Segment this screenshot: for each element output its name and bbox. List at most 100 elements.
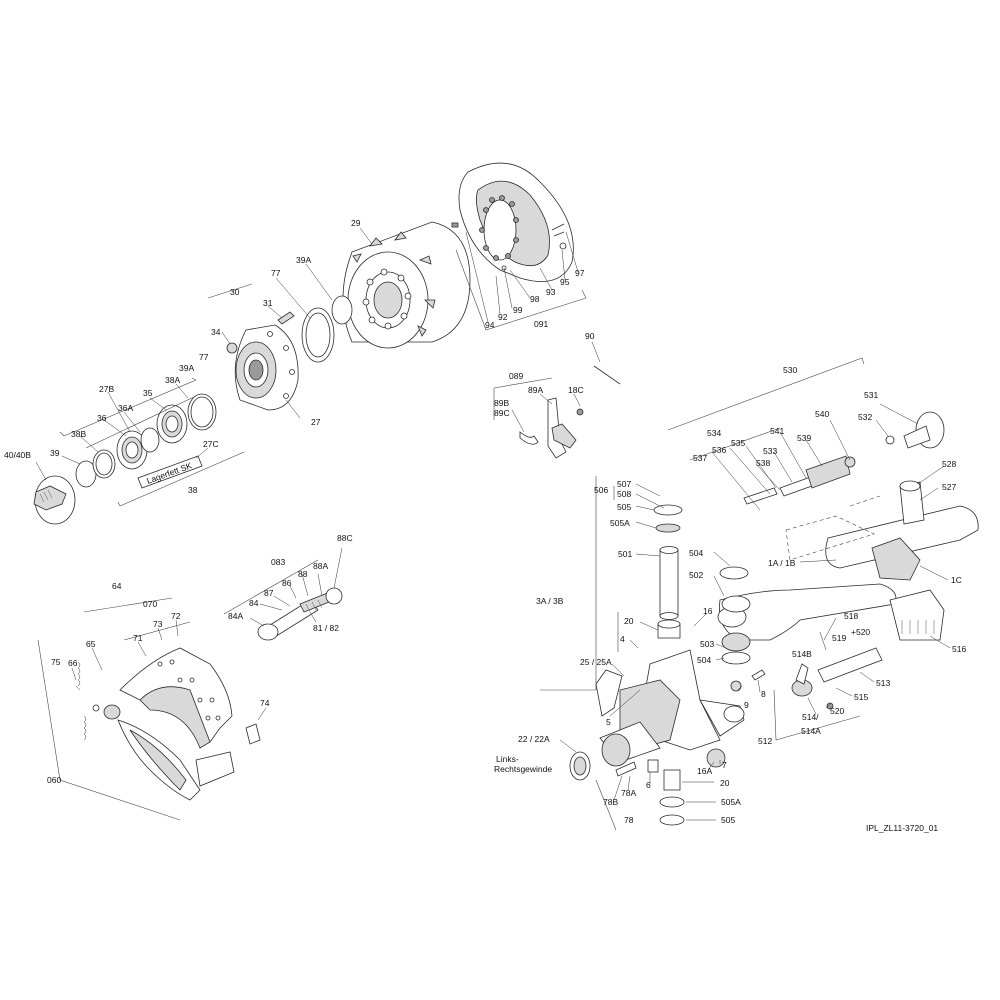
camshaft: [257, 587, 343, 641]
label-540: 540: [815, 409, 829, 419]
brake-shoe-lower: [117, 719, 235, 801]
label-78B: 78B: [603, 797, 618, 807]
label-20-b: 20: [720, 778, 730, 788]
o-ring-39A-upper: [331, 295, 353, 325]
label-22-22A: 22 / 22A: [518, 734, 550, 744]
spring-90: [593, 365, 621, 385]
nut-9-bolt-8: [730, 669, 766, 692]
bearing-36: [116, 430, 148, 470]
label-070: 070: [143, 599, 157, 609]
bushings-6-7: [647, 759, 681, 791]
label-3A-3B: 3A / 3B: [536, 596, 564, 606]
label-9: 9: [744, 700, 749, 710]
label-64: 64: [112, 581, 122, 591]
label-520: 520: [830, 706, 844, 716]
label-29: 29: [351, 218, 361, 228]
label-40-40B: 40/40B: [4, 450, 31, 460]
label-515: 515: [854, 692, 868, 702]
ring-39A-lower: [187, 393, 217, 431]
label-98: 98: [530, 294, 540, 304]
label-86: 86: [282, 578, 292, 588]
label-89A: 89A: [528, 385, 543, 395]
label-39A-b: 39A: [179, 363, 194, 373]
label-18C: 18C: [568, 385, 584, 395]
drawing-id: IPL_ZL11-3720_01: [866, 823, 938, 833]
bushing-20-upper: [657, 619, 681, 639]
callout-labels: 29 30 77 39A 31 34 27 94 92 99 98 93 95 …: [4, 218, 966, 833]
label-99: 99: [513, 305, 523, 315]
ring-38B: [92, 449, 116, 479]
label-534: 534: [707, 428, 721, 438]
clip-74: [245, 723, 261, 745]
tie-rod-end: [791, 647, 883, 710]
label-78A: 78A: [621, 788, 636, 798]
label-514: 514/: [802, 712, 819, 722]
pin-78: [615, 761, 637, 777]
label-87: 87: [264, 588, 274, 598]
label-528: 528: [942, 459, 956, 469]
label-27: 27: [311, 417, 321, 427]
axle-beam: [717, 505, 979, 641]
label-504-a: 504: [689, 548, 703, 558]
label-8: 8: [761, 689, 766, 699]
label-091: 091: [534, 319, 548, 329]
label-38A: 38A: [165, 375, 180, 385]
label-512: 512: [758, 736, 772, 746]
label-507: 507: [617, 479, 631, 489]
label-519: 519: [832, 633, 846, 643]
label-90: 90: [585, 331, 595, 341]
label-539: 539: [797, 433, 811, 443]
label-77-b: 77: [199, 352, 209, 362]
label-30: 30: [230, 287, 240, 297]
label-501: 501: [618, 549, 632, 559]
label-537: 537: [693, 453, 707, 463]
spring-75: [77, 661, 87, 741]
label-27C: 27C: [203, 439, 219, 449]
hub-seal-ring-77: [301, 307, 335, 363]
label-505-a: 505: [617, 502, 631, 512]
hub-cap-40: [33, 475, 76, 525]
label-505A-b: 505A: [721, 797, 741, 807]
label-504-b: 504: [697, 655, 711, 665]
label-541: 541: [770, 426, 784, 436]
label-71: 71: [133, 633, 143, 643]
label-6: 6: [646, 780, 651, 790]
label-65: 65: [86, 639, 96, 649]
label-93: 93: [546, 287, 556, 297]
grease-tube-27C: [137, 455, 203, 489]
label-514B: 514B: [792, 649, 812, 659]
label-505-b: 505: [721, 815, 735, 825]
label-25-25A: 25 / 25A: [580, 657, 612, 667]
label-535: 535: [731, 438, 745, 448]
label-060: 060: [47, 775, 61, 785]
ring-36A: [140, 427, 160, 453]
label-16: 16: [703, 606, 713, 616]
label-516: 516: [952, 644, 966, 654]
seal-22: [569, 751, 591, 781]
label-1A-1B: 1A / 1B: [768, 558, 796, 568]
group-brackets: [37, 249, 881, 831]
label-5: 5: [606, 717, 611, 727]
label-94: 94: [485, 320, 495, 330]
bracket-527-528: [899, 480, 925, 525]
label-88: 88: [298, 569, 308, 579]
label-503: 503: [700, 639, 714, 649]
label-38B: 38B: [71, 429, 86, 439]
label-89B: 89B: [494, 398, 509, 408]
label-508: 508: [617, 489, 631, 499]
label-532: 532: [858, 412, 872, 422]
label-81-82: 81 / 82: [313, 623, 339, 633]
bushing-531: [885, 411, 945, 449]
label-20-a: 20: [624, 616, 634, 626]
label-39: 39: [50, 448, 60, 458]
bearing-35: [156, 404, 188, 444]
label-1C: 1C: [951, 575, 962, 585]
label-39A: 39A: [296, 255, 311, 265]
label-31: 31: [263, 298, 273, 308]
label-links: Links-: [496, 754, 519, 764]
label-74: 74: [260, 698, 270, 708]
label-506: 506: [594, 485, 608, 495]
label-72: 72: [171, 611, 181, 621]
label-502: 502: [689, 570, 703, 580]
